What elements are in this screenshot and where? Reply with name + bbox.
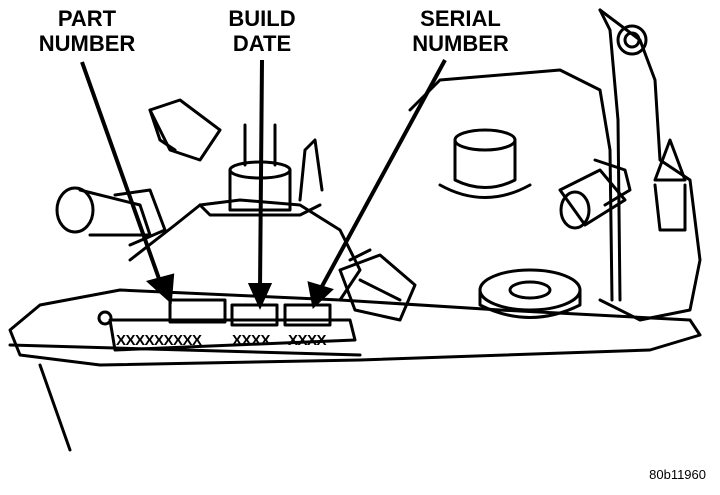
part-number-arrowhead bbox=[145, 273, 175, 305]
build-date-callout-line1: BUILD bbox=[228, 6, 296, 31]
central-dome bbox=[128, 198, 362, 302]
housing-ridge bbox=[598, 8, 622, 302]
serial-number-stamp: XXXX bbox=[288, 332, 327, 349]
fitting-left bbox=[55, 186, 167, 247]
build-date-leader bbox=[258, 59, 264, 291]
part-number-callout-line1: PART bbox=[57, 6, 117, 31]
housing-body bbox=[598, 8, 702, 322]
part-number-leader bbox=[80, 61, 165, 291]
part-number-stamp: XXXXXXXXX bbox=[116, 332, 202, 349]
serial-number-leader bbox=[318, 59, 447, 291]
build-date-callout: BUILD DATE bbox=[212, 6, 312, 56]
fitting-right bbox=[558, 158, 632, 230]
serial-number-callout: SERIAL NUMBER bbox=[398, 6, 523, 56]
build-date-arrowhead bbox=[247, 283, 273, 310]
serial-number-callout-line1: SERIAL bbox=[420, 6, 501, 31]
part-number-callout-line2: NUMBER bbox=[38, 31, 136, 56]
cylinder-boss bbox=[453, 138, 517, 189]
fin bbox=[298, 138, 324, 202]
build-date-callout-line2: DATE bbox=[232, 31, 292, 56]
serial-number-arrowhead bbox=[307, 281, 334, 309]
part-number-box bbox=[168, 298, 227, 324]
fitting-upper-left bbox=[148, 98, 222, 162]
serial-number-callout-line2: NUMBER bbox=[412, 31, 509, 56]
bolt-head bbox=[616, 24, 648, 56]
serial-number-box bbox=[283, 303, 332, 327]
housing-inner-contour bbox=[408, 68, 614, 302]
triangle-marker bbox=[653, 138, 687, 182]
label-plate bbox=[108, 318, 357, 352]
build-date-stamp: XXXX bbox=[232, 332, 271, 349]
build-date-box bbox=[230, 303, 279, 327]
round-mount bbox=[478, 268, 582, 312]
figure-id: 80b11960 bbox=[649, 467, 706, 482]
part-number-callout: PART NUMBER bbox=[22, 6, 152, 56]
base-flange bbox=[8, 288, 702, 367]
